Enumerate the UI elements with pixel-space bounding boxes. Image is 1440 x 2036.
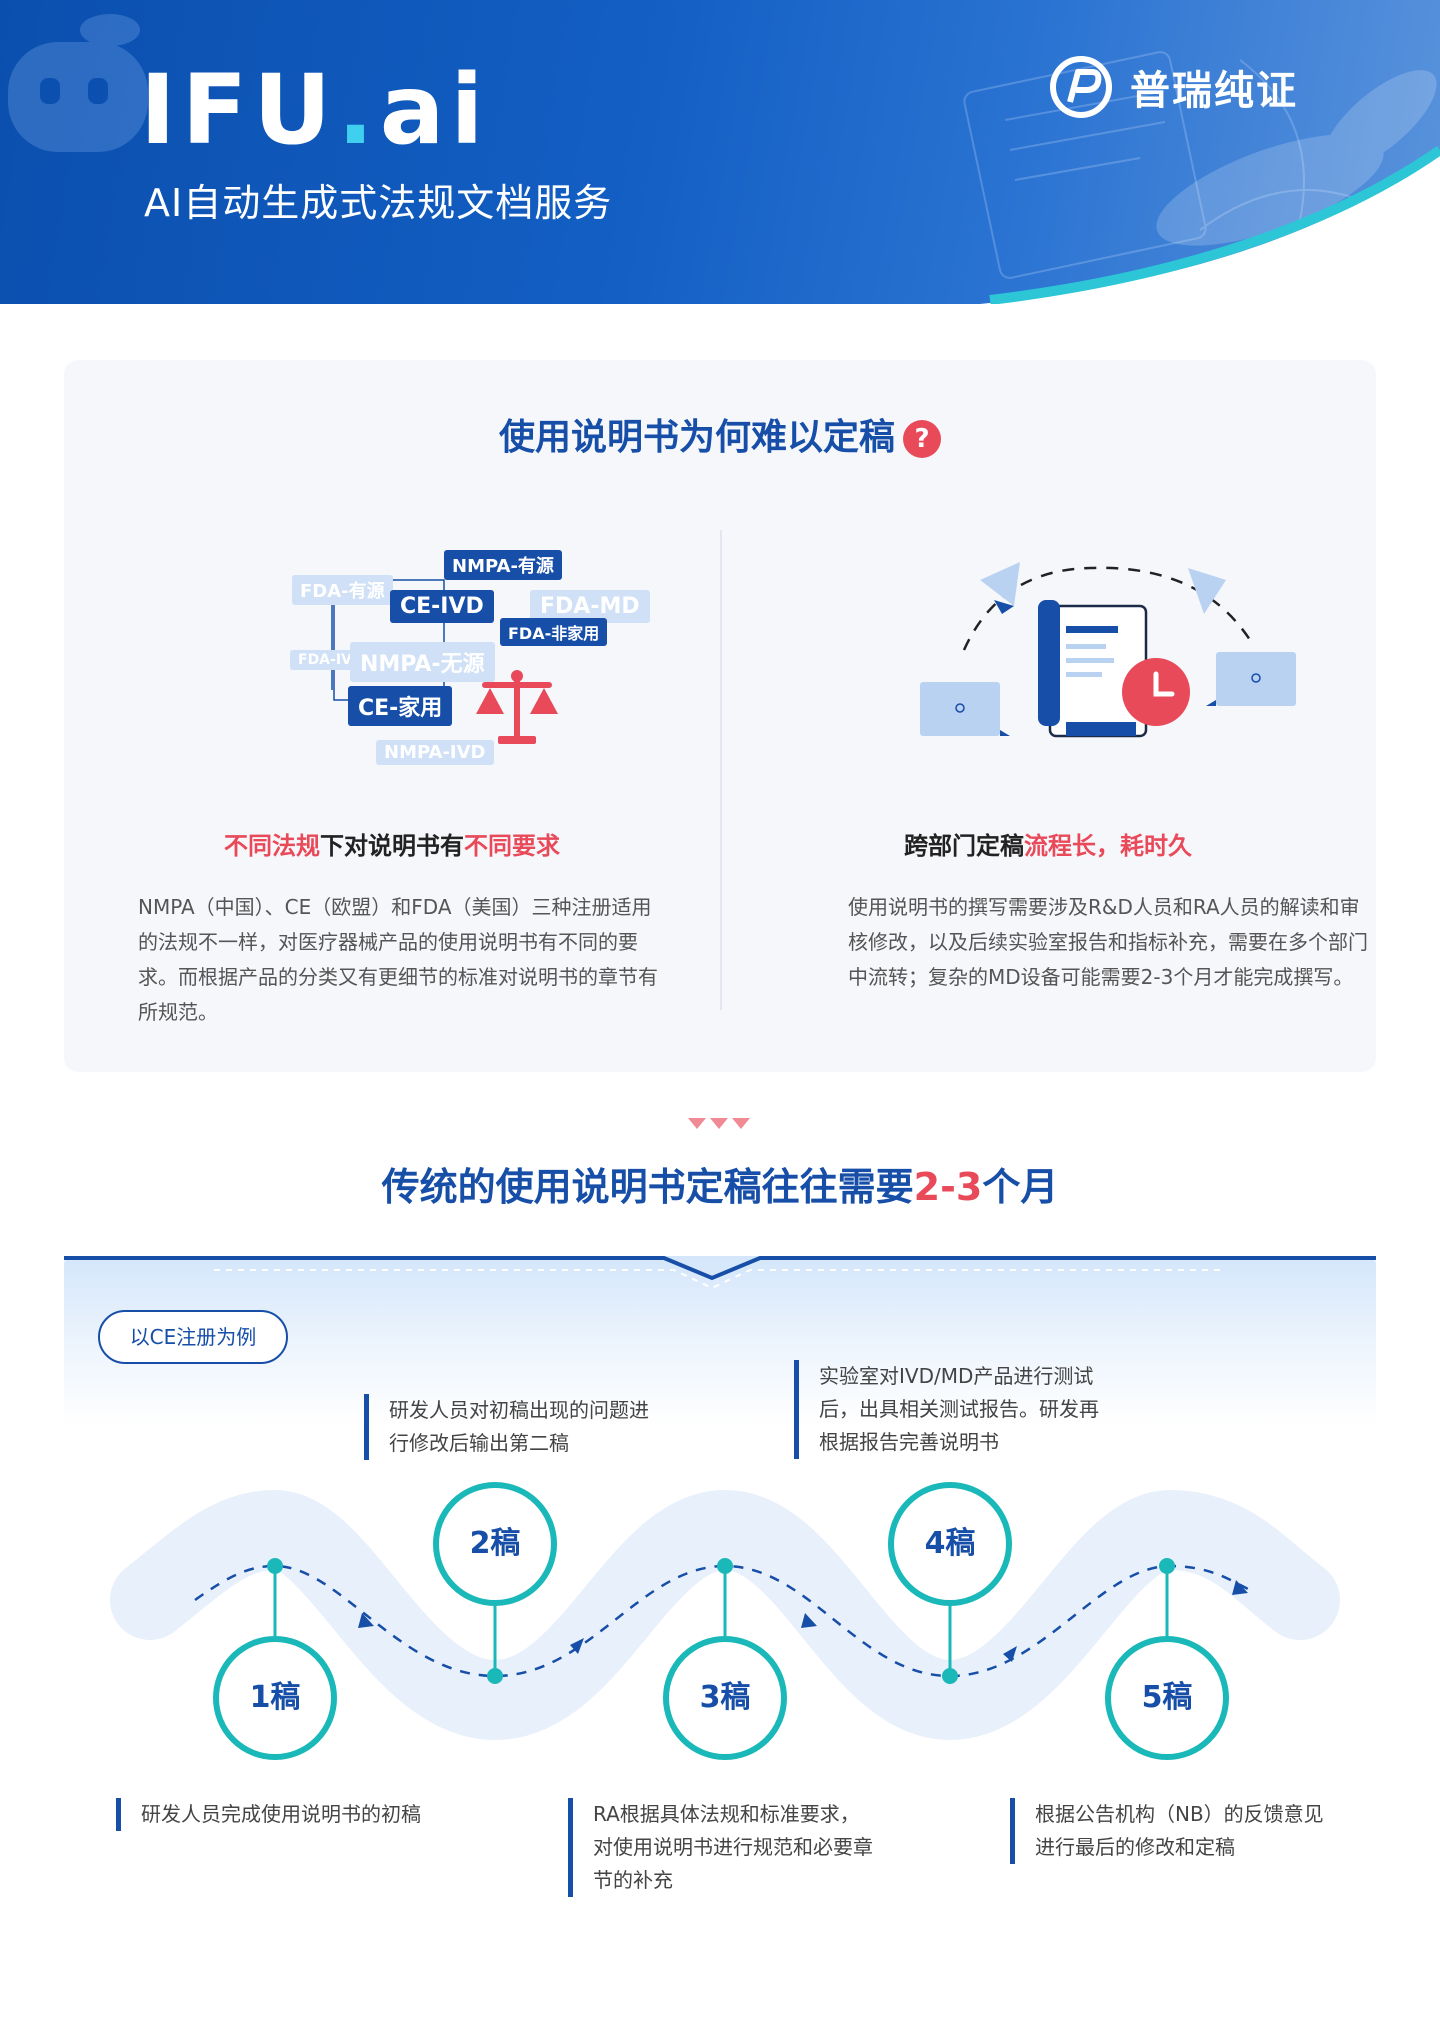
clock-icon — [1122, 658, 1190, 726]
section2-title-post: 个月 — [982, 1165, 1059, 1209]
question-mark-icon: ? — [903, 420, 941, 458]
header-subtitle: AI自动生成式法规文档服务 — [144, 181, 613, 225]
left-column-body: NMPA（中国）、CE（欧盟）和FDA（美国）三种注册适用的法规不一样，对医疗器… — [138, 895, 658, 1024]
step-4-desc: 实验室对IVD/MD产品进行测试后，出具相关测试报告。研发再根据报告完善说明书 — [794, 1360, 1114, 1459]
right-head-black: 跨部门定稿 — [904, 832, 1024, 860]
tag-nmpa-ivd: NMPA-IVD — [376, 740, 494, 765]
right-column-heading: 跨部门定稿流程长，耗时久 — [720, 826, 1376, 861]
right-head-red: 流程长，耗时久 — [1024, 832, 1192, 860]
tag-fda-nonhome: FDA-非家用 — [500, 618, 608, 646]
tag-ce-home: CE-家用 — [348, 686, 453, 726]
banner-notch — [64, 1256, 1376, 1290]
step-1-desc: 研发人员完成使用说明书的初稿 — [116, 1798, 456, 1831]
brand-ai: ai — [379, 54, 490, 166]
regulation-tags-illustration: NMPA-有源 FDA-有源 CE-IVD FDA-MD FDA-非家用 FDA… — [224, 540, 650, 770]
tag-fda-active: FDA-有源 — [292, 575, 393, 605]
brand-dot: . — [337, 54, 380, 166]
scale-of-justice-icon — [476, 670, 558, 744]
laptop-right-icon — [1216, 652, 1296, 706]
robot-mascot-icon — [8, 14, 148, 152]
section2-title-pre: 传统的使用说明书定稿往往需要 — [381, 1165, 914, 1209]
right-column: 跨部门定稿流程长，耗时久 使用说明书的撰写需要涉及R&D人员和RA人员的解读和审… — [720, 360, 1376, 1072]
left-column: NMPA-有源 FDA-有源 CE-IVD FDA-MD FDA-非家用 FDA… — [64, 360, 720, 1072]
step-2-circle: 2稿 — [433, 1482, 557, 1606]
section2-title: 传统的使用说明书定稿往往需要2-3个月 — [0, 1156, 1440, 1211]
tag-nmpa-active: NMPA-有源 — [444, 550, 562, 580]
brand-logo: IFU.ai — [140, 62, 489, 158]
left-column-heading: 不同法规下对说明书有不同要求 — [64, 826, 720, 861]
timeline-wave — [110, 1489, 1340, 1741]
company-logo: 普瑞纯证 — [1050, 56, 1298, 118]
left-head-red-2: 不同要求 — [464, 832, 560, 860]
document-clock-illustration — [920, 562, 1296, 738]
tag-nmpa-passive: NMPA-无源 — [350, 642, 495, 682]
company-mark-icon — [1050, 56, 1112, 118]
step-5-circle: 5稿 — [1105, 1636, 1229, 1760]
header-banner: IFU.ai AI自动生成式法规文档服务 普瑞纯证 — [0, 0, 1440, 304]
left-head-mid: 下对说明书有 — [320, 832, 464, 860]
ce-example-pill: 以CE注册为例 — [98, 1310, 288, 1364]
right-column-body: 使用说明书的撰写需要涉及R&D人员和RA人员的解读和审核修改，以及后续实验室报告… — [848, 895, 1368, 989]
tag-fda-md: FDA-MD — [530, 590, 650, 623]
paper-plane-left-icon — [980, 562, 1020, 614]
paper-plane-right-icon — [1188, 568, 1226, 614]
step-3-circle: 3稿 — [663, 1636, 787, 1760]
step-4-circle: 4稿 — [888, 1482, 1012, 1606]
left-head-red-1: 不同法规 — [224, 832, 320, 860]
why-hard-card: 使用说明书为何难以定稿? NMPA-有源 FDA-有源 CE-IVD FDA-M… — [64, 360, 1376, 1072]
step-5-desc: 根据公告机构（NB）的反馈意见进行最后的修改和定稿 — [1010, 1798, 1330, 1864]
section2-title-red: 2-3 — [913, 1165, 983, 1209]
step-1-circle: 1稿 — [213, 1636, 337, 1760]
card1-title: 使用说明书为何难以定稿? — [64, 408, 1376, 460]
company-name: 普瑞纯证 — [1130, 68, 1298, 114]
header-decoration — [8, 14, 1440, 304]
step-2-desc: 研发人员对初稿出现的问题进行修改后输出第二稿 — [364, 1394, 664, 1460]
laptop-left-icon — [920, 682, 1000, 736]
tag-ce-ivd: CE-IVD — [390, 590, 494, 623]
brand-main: IFU — [140, 54, 338, 166]
down-chevrons-icon — [688, 1118, 750, 1129]
document-icon — [1038, 600, 1148, 738]
column-divider — [720, 530, 722, 1010]
card1-title-text: 使用说明书为何难以定稿 — [498, 417, 895, 458]
step-3-desc: RA根据具体法规和标准要求，对使用说明书进行规范和必要章节的补充 — [568, 1798, 878, 1897]
